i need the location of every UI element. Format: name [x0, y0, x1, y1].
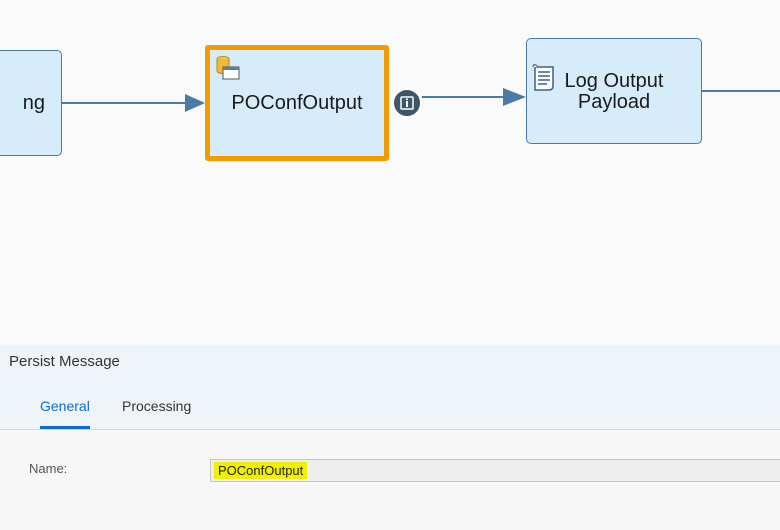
panel-title: Persist Message	[9, 353, 120, 370]
active-tab-indicator	[40, 426, 90, 429]
script-scroll-icon	[530, 43, 558, 97]
tab-processing[interactable]: Processing	[122, 398, 192, 414]
arrowhead-to-log	[503, 88, 526, 106]
flow-step-poconfoutput-label: POConfOutput	[231, 91, 363, 114]
arrowhead-to-selected	[185, 94, 205, 112]
integration-flow-canvas[interactable]: ng POConfOutput	[0, 0, 780, 345]
properties-panel-header: Persist Message General Processing	[0, 345, 780, 429]
name-field-value: POConfOutput	[214, 462, 308, 479]
flow-step-log-output-payload[interactable]: Log Output Payload	[526, 38, 702, 144]
properties-panel: Persist Message General Processing Name:…	[0, 345, 780, 530]
data-store-window-icon	[215, 55, 243, 89]
name-field[interactable]: POConfOutput	[210, 459, 780, 482]
flow-step-left-label: ng	[22, 91, 45, 114]
info-icon[interactable]	[392, 88, 422, 118]
flow-connectors	[62, 88, 780, 112]
name-field-label: Name:	[29, 461, 68, 476]
flow-step-log-label: Log Output Payload	[564, 70, 664, 113]
flow-step-left[interactable]: ng	[0, 50, 62, 156]
flow-step-poconfoutput[interactable]: POConfOutput	[205, 45, 389, 161]
panel-divider	[0, 429, 780, 430]
tab-general[interactable]: General	[40, 398, 90, 414]
